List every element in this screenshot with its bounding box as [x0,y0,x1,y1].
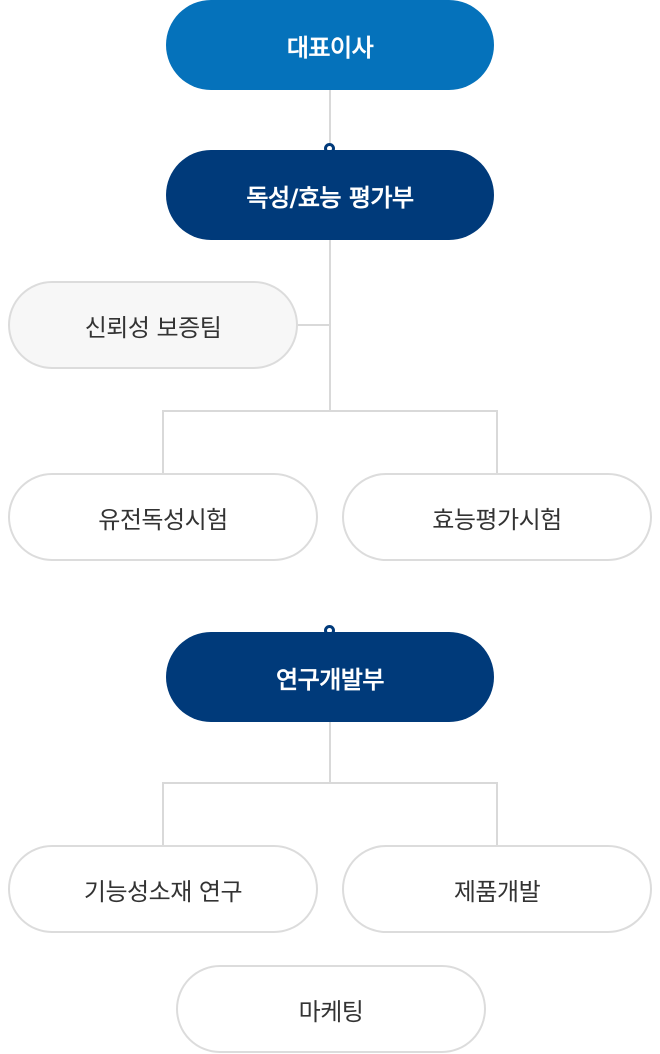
product-dev-team-label: 제품개발 [453,877,541,906]
connector-rnd-right [496,782,498,846]
product-dev-team-node: 제품개발 [342,845,652,933]
qa-team-node: 신뢰성 보증팀 [8,281,298,369]
marketing-team-label: 마케팅 [298,997,364,1026]
ceo-node: 대표이사 [166,0,494,90]
connector-toxicity-split [162,410,498,412]
rnd-dept-label: 연구개발부 [276,665,384,694]
functional-material-team-label: 기능성소재 연구 [83,877,243,906]
toxicity-dept-node: 독성/효능 평가부 [166,150,494,240]
efficacy-team-node: 효능평가시험 [342,473,652,561]
connector-toxicity-left [162,410,164,474]
genetox-team-node: 유전독성시험 [8,473,318,561]
marketing-team-node: 마케팅 [176,965,486,1053]
toxicity-dept-label: 독성/효능 평가부 [246,183,414,212]
efficacy-team-label: 효능평가시험 [432,505,562,534]
qa-team-label: 신뢰성 보증팀 [84,313,222,342]
connector-ceo-toxicity [329,90,331,150]
rnd-dept-node: 연구개발부 [166,632,494,722]
ceo-label: 대표이사 [286,33,374,62]
genetox-team-label: 유전독성시험 [98,505,228,534]
connector-qa-branch [296,324,330,326]
connector-toxicity-trunk [329,240,331,411]
functional-material-team-node: 기능성소재 연구 [8,845,318,933]
connector-rnd-left [162,782,164,846]
connector-rnd-trunk [329,722,331,783]
connector-toxicity-right [496,410,498,474]
connector-rnd-split [162,782,498,784]
